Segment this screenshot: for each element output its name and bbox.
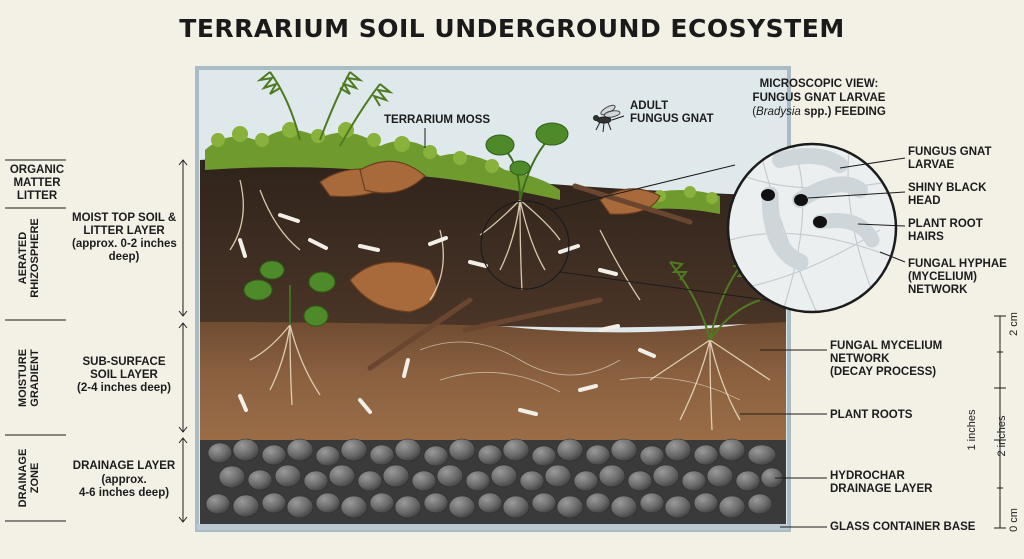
plant-roots-label: PLANT ROOTS bbox=[830, 409, 913, 421]
micro-open: ( bbox=[752, 106, 757, 118]
zone-drainage-label: DRAINAGE ZONE bbox=[17, 448, 41, 508]
seedling-plant bbox=[243, 260, 336, 327]
larvae-label: FUNGUS GNAT LARVAE bbox=[908, 146, 992, 171]
moss-label: TERRARIUM MOSS bbox=[384, 114, 491, 126]
micro-title-2: FUNGUS GNAT LARVAE bbox=[752, 92, 886, 104]
micro-genus: Bradysia bbox=[756, 106, 801, 118]
zone-aerated-label: AERATED RHIZOSPHERE bbox=[17, 218, 41, 298]
hydrochar-pebbles bbox=[205, 438, 784, 519]
glass-base bbox=[197, 524, 789, 530]
page-title: TERRARIUM SOIL UNDERGROUND ECOSYSTEM bbox=[179, 14, 845, 43]
twigs bbox=[367, 183, 693, 371]
zone-organic-label: ORGANIC MATTER LITTER bbox=[9, 164, 65, 202]
larva-group bbox=[761, 148, 880, 271]
top-layer-title: MOIST TOP SOIL & LITTER LAYER bbox=[72, 212, 177, 237]
top-layer-depth: (approx. 0-2 inches deep) bbox=[72, 238, 177, 263]
depth-brackets bbox=[5, 159, 188, 523]
hyphae-label: FUNGAL HYPHAE (MYCELIUM) NETWORK bbox=[908, 258, 1007, 296]
mid-layer-title: SUB-SURFACE SOIL LAYER bbox=[82, 356, 166, 381]
mycelium-threads bbox=[419, 341, 741, 401]
hydrochar-label: HYDROCHAR DRAINAGE LAYER bbox=[830, 470, 933, 495]
scale-0cm: 0 cm bbox=[1008, 508, 1020, 532]
micro-rest: spp.) FEEDING bbox=[800, 106, 886, 118]
adult-gnat-label: ADULT FUNGUS GNAT bbox=[630, 100, 714, 125]
head-label: SHINY BLACK HEAD bbox=[908, 182, 987, 207]
micro-title-3: (Bradysia spp.) FEEDING bbox=[744, 106, 894, 119]
fern-plant bbox=[256, 71, 394, 147]
glass-base-label: GLASS CONTAINER BASE bbox=[830, 521, 976, 533]
mycelium-label: FUNGAL MYCELIUM NETWORK (DECAY PROCESS) bbox=[830, 340, 943, 378]
root-hairs-label: PLANT ROOT HAIRS bbox=[908, 218, 983, 243]
drain-layer-title: DRAINAGE LAYER bbox=[72, 460, 176, 472]
scale-ruler bbox=[994, 315, 1006, 529]
subsoil-layer bbox=[200, 316, 786, 440]
magnify-source-circle bbox=[480, 200, 570, 290]
scale-1in: 1 inches bbox=[966, 409, 978, 451]
plant-roots bbox=[229, 179, 771, 431]
zone-moisture-label: MOISTURE GRADIENT bbox=[17, 348, 41, 408]
mid-layer-depth: (2-4 inches deep) bbox=[77, 382, 171, 394]
microscopic-view bbox=[726, 142, 898, 314]
drain-layer-depth: (approx. 4-6 inches deep) bbox=[78, 474, 170, 499]
larvae-scattered bbox=[238, 213, 656, 416]
micro-title-1: MICROSCOPIC VIEW: bbox=[759, 78, 879, 90]
leaf-litter bbox=[319, 160, 661, 313]
leader-lines bbox=[424, 115, 906, 528]
scale-2cm: 2 cm bbox=[1008, 312, 1020, 336]
clover-plant bbox=[485, 122, 569, 201]
adult-gnat-icon bbox=[593, 104, 621, 133]
scale-2in: 2 inches bbox=[996, 415, 1008, 457]
